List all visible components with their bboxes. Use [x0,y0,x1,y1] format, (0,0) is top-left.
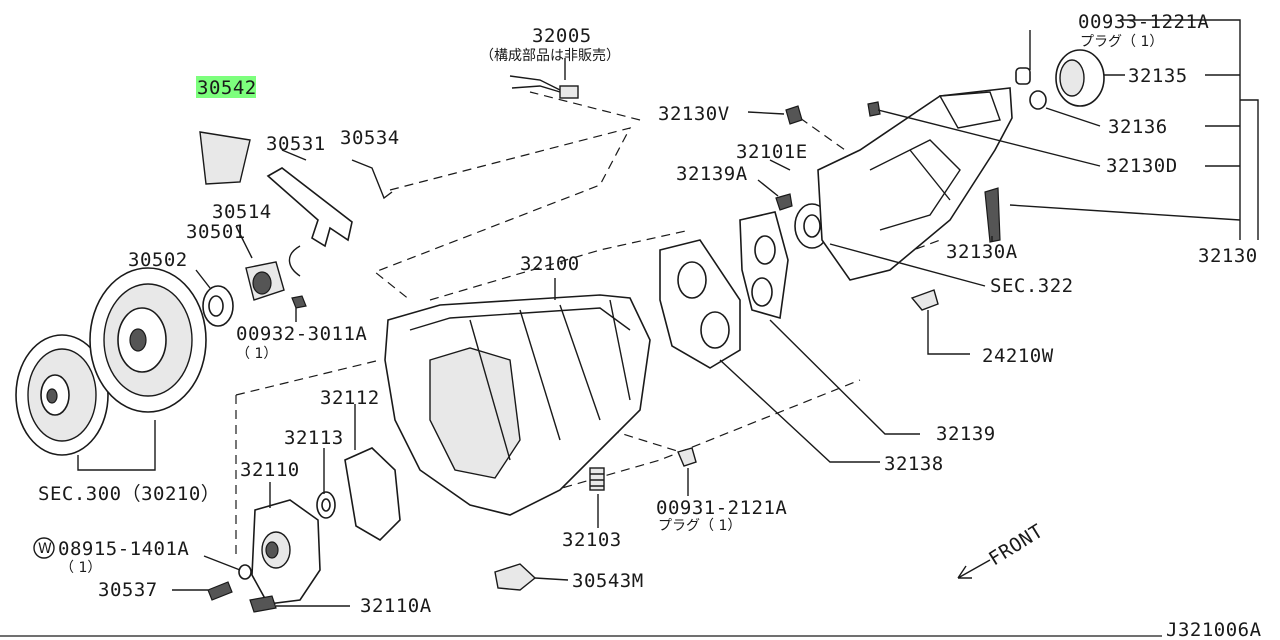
label-00932-qty: （ 1） [236,346,277,362]
label-32130d[interactable]: 32130D [1106,155,1178,177]
label-32005[interactable]: 32005 [532,25,592,47]
label-32005-note: （構成部品は非販売） [480,48,620,64]
label-00931[interactable]: 00931-2121A [656,497,787,519]
label-32139a[interactable]: 32139A [676,163,748,185]
front-direction-arrow: FRONT [957,520,1047,579]
label-32103[interactable]: 32103 [562,529,622,551]
gasket-32112[interactable] [344,447,401,542]
front-label: FRONT [985,520,1047,570]
gasket-32139[interactable] [739,211,789,320]
label-32139[interactable]: 32139 [936,423,996,445]
label-30502[interactable]: 30502 [128,249,188,271]
bolt-32139a[interactable] [775,193,793,211]
retainer-spring-30514[interactable] [288,245,301,277]
label-32138[interactable]: 32138 [884,453,944,475]
label-30514[interactable]: 30514 [212,201,272,223]
adapter-plate-32138[interactable] [659,239,741,369]
clip-30534[interactable] [351,159,393,200]
label-32100[interactable]: 32100 [520,253,580,275]
label-30531[interactable]: 30531 [266,133,326,155]
label-32135[interactable]: 32135 [1128,65,1188,87]
label-00932[interactable]: 00932-3011A [236,323,367,345]
rear-extension-32130[interactable] [817,87,1013,281]
label-00933[interactable]: 00933-1221A [1078,11,1209,33]
assembly-guides [235,91,941,560]
part-labels: 30542 32005 （構成部品は非販売） 00933-1221A プラグ（ … [33,11,1262,640]
washer-mark: W [38,541,52,557]
label-32113[interactable]: 32113 [284,427,344,449]
label-24210w[interactable]: 24210W [982,345,1054,367]
dust-boot-30542[interactable] [199,131,251,185]
diagram-code: J321006A [1166,619,1262,640]
label-00931-note: プラグ（ 1） [658,518,741,534]
label-00933-note: プラグ（ 1） [1080,34,1163,50]
label-32101e[interactable]: 32101E [736,141,808,163]
label-30542[interactable]: 30542 [197,77,257,99]
nut-32136[interactable] [1029,90,1047,110]
pivot-bolt-00932[interactable] [291,295,307,309]
label-30537[interactable]: 30537 [98,579,158,601]
plug-00933[interactable] [1015,67,1031,85]
label-32112[interactable]: 32112 [320,387,380,409]
label-30543m[interactable]: 30543M [572,570,644,592]
pin-32130d[interactable] [867,101,881,117]
withdrawal-lever-30531[interactable] [266,167,353,248]
dust-cover-32135[interactable] [1055,49,1105,107]
speed-sensor-32005[interactable] [509,75,579,99]
label-32110[interactable]: 32110 [240,459,300,481]
pressure-plate[interactable] [89,267,207,413]
label-sec322[interactable]: SEC.322 [990,275,1074,297]
bolt-32130a[interactable] [984,187,1001,243]
label-32130a[interactable]: 32130A [946,241,1018,263]
washer-08915[interactable] [238,564,252,580]
highlight-30542 [196,76,256,98]
label-sec300[interactable]: SEC.300（30210） [38,483,220,505]
label-08915[interactable]: 08915-1401A [58,538,189,560]
label-32136[interactable]: 32136 [1108,116,1168,138]
bracket-30543m[interactable] [494,563,537,591]
label-32130v[interactable]: 32130V [658,103,730,125]
washer-mark-circle [33,537,55,559]
label-32130[interactable]: 32130 [1198,245,1258,267]
label-08915-qty: （ 1） [60,560,101,576]
bolt-32110a[interactable] [249,595,277,613]
label-30501[interactable]: 30501 [186,221,246,243]
transmission-case-32100[interactable] [384,294,651,516]
leader-lines [172,19,1259,607]
label-32110a[interactable]: 32110A [360,595,432,617]
spring-32103[interactable] [589,467,605,491]
bracket-24210w[interactable] [910,289,939,311]
label-30534[interactable]: 30534 [340,127,400,149]
plug-00931[interactable] [677,447,697,467]
front-cover-32110[interactable] [251,499,321,605]
bolt-30537[interactable] [207,581,233,601]
clutch-disc[interactable] [15,334,109,456]
release-bearing-30502[interactable] [202,285,234,327]
oil-seal-32113[interactable] [316,491,336,519]
plug-32130v[interactable] [785,105,803,125]
bearing-sleeve-30501[interactable] [245,261,285,301]
